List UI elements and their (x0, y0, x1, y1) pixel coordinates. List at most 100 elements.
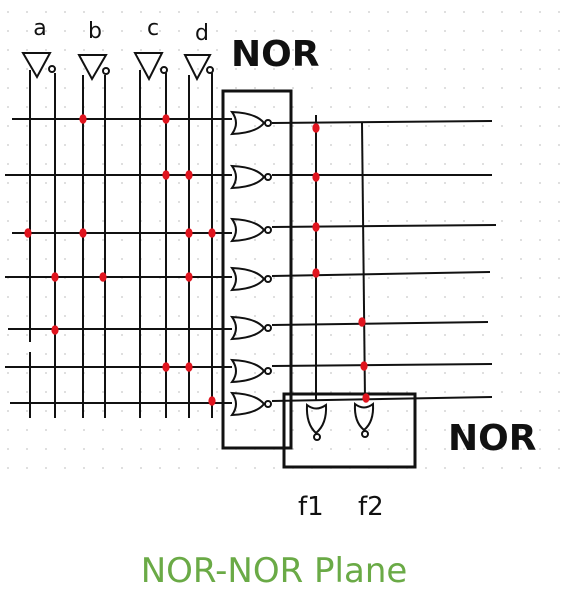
nor-gate-2 (229, 164, 272, 190)
grid-dot (197, 315, 199, 317)
grid-dot (539, 87, 541, 89)
grid-dot (463, 182, 465, 184)
grid-dot (273, 87, 275, 89)
grid-dot (140, 448, 142, 450)
grid-dot (406, 220, 408, 222)
grid-dot (254, 163, 256, 165)
nor-gate-body (229, 315, 266, 341)
nor-label-bottom: NOR (448, 418, 536, 459)
grid-dot (558, 448, 560, 450)
nor-gate-bubble (264, 226, 272, 234)
grid-dot (64, 125, 66, 127)
grid-dot (273, 125, 275, 127)
grid-dot (159, 315, 161, 317)
grid-dot (520, 68, 522, 70)
grid-dot (387, 87, 389, 89)
grid-dot (159, 334, 161, 336)
grid-dot (102, 372, 104, 374)
grid-dot (539, 258, 541, 260)
nor-gate-4 (229, 266, 272, 292)
connection-dot (312, 268, 320, 278)
grid-dot (102, 11, 104, 13)
grid-dot (425, 372, 427, 374)
grid-dot (235, 296, 237, 298)
gate-output-line-6 (271, 363, 493, 367)
grid-dot (539, 467, 541, 469)
grid-dot (463, 87, 465, 89)
grid-dot (178, 87, 180, 89)
connection-dot (312, 172, 320, 182)
grid-dot (7, 296, 9, 298)
grid-dot (216, 315, 218, 317)
nor-gate-body (229, 358, 266, 384)
grid-dot (349, 258, 351, 260)
grid-dot (539, 296, 541, 298)
nor-gate-bubble (264, 324, 272, 332)
grid-dot (45, 467, 47, 469)
grid-dot (463, 163, 465, 165)
grid-dot (235, 49, 237, 51)
grid-dot (520, 277, 522, 279)
grid-dot (425, 296, 427, 298)
grid-dot (178, 239, 180, 241)
grid-dot (83, 68, 85, 70)
grid-dot (121, 30, 123, 32)
grid-dot (102, 448, 104, 450)
grid-dot (539, 353, 541, 355)
grid-dot (387, 220, 389, 222)
grid-dot (482, 87, 484, 89)
connection-dot (162, 114, 170, 124)
grid-dot (216, 448, 218, 450)
grid-dot (178, 372, 180, 374)
grid-dot (349, 144, 351, 146)
grid-dot (387, 448, 389, 450)
nor-label-top: NOR (231, 34, 319, 75)
grid-dot (178, 144, 180, 146)
grid-dot (235, 258, 237, 260)
grid-dot (121, 68, 123, 70)
grid-dot (102, 201, 104, 203)
grid-dot (463, 30, 465, 32)
grid-dot (254, 372, 256, 374)
grid-dot (482, 106, 484, 108)
grid-dot (444, 87, 446, 89)
grid-dot (463, 429, 465, 431)
grid-dot (482, 410, 484, 412)
grid-dot (558, 410, 560, 412)
grid-dot (197, 353, 199, 355)
input-b-inverter (77, 54, 110, 82)
grid-dot (216, 201, 218, 203)
grid-dot (368, 125, 370, 127)
connection-dot (358, 317, 366, 327)
grid-dot (558, 220, 560, 222)
grid-dot (425, 429, 427, 431)
grid-dot (26, 334, 28, 336)
grid-dot (121, 334, 123, 336)
grid-dot (235, 201, 237, 203)
grid-dot (292, 391, 294, 393)
grid-dot (64, 429, 66, 431)
grid-dot (539, 49, 541, 51)
grid-dot (26, 125, 28, 127)
grid-dot (558, 239, 560, 241)
grid-dot (425, 220, 427, 222)
grid-dot (64, 296, 66, 298)
grid-dot (406, 49, 408, 51)
grid-dot (83, 467, 85, 469)
grid-dot (501, 391, 503, 393)
grid-dot (425, 353, 427, 355)
connection-dot (208, 396, 216, 406)
grid-dot (444, 353, 446, 355)
input-label-a: a (33, 16, 46, 41)
grid-dot (7, 467, 9, 469)
grid-dot (311, 30, 313, 32)
grid-dot (7, 429, 9, 431)
grid-dot (273, 220, 275, 222)
grid-dot (368, 144, 370, 146)
grid-dot (216, 30, 218, 32)
grid-dot (482, 258, 484, 260)
grid-dot (387, 125, 389, 127)
grid-dot (102, 163, 104, 165)
grid-dot (216, 410, 218, 412)
grid-dot (330, 258, 332, 260)
